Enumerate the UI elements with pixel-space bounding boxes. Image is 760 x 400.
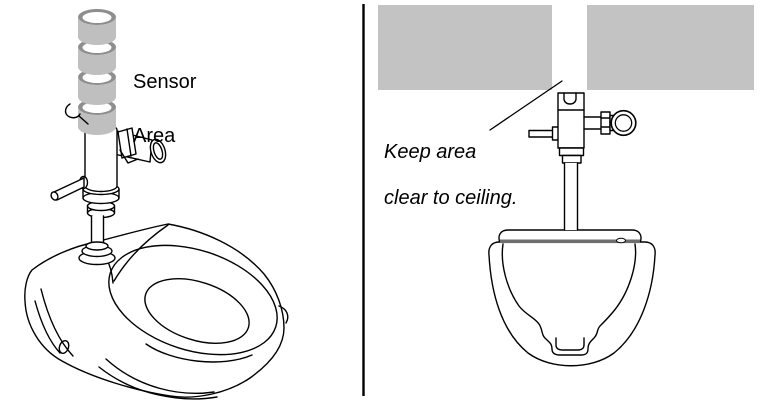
valve-front-tailpipe-fill [564,163,578,230]
flush-valve-front [528,92,637,231]
keep-clear-note-line1: Keep area [384,141,477,163]
toilet-seat-joint-band [500,239,640,244]
toilet-front [488,229,656,367]
toilet-front-tab [278,305,289,324]
toilet-funnel-inner [555,337,585,351]
valve-front-body [557,92,585,149]
valve-front-rod [528,129,555,138]
valve-arm-end-inner [152,142,164,160]
ring-band [78,107,116,135]
sensor-area-label: Sensor Area [133,42,196,177]
ceiling-block-right [587,5,754,90]
valve-front-coupling-lower [561,154,582,164]
toilet-side-contour-1 [40,288,74,357]
valve-tailpipe-fill [91,216,104,247]
keep-clear-note-line2: clear to ceiling. [384,187,518,209]
toilet-isometric [24,223,289,400]
sensor-head-link [78,115,89,125]
ceiling-block-left [378,5,552,90]
toilet-underside-strap-2 [98,366,218,400]
toilet-deck-edge-right [113,224,169,282]
valve-front-coupling-upper [558,147,585,157]
ring-band [78,47,116,75]
keep-clear-note: Keep area clear to ceiling. [384,118,517,233]
ring-band [78,17,116,45]
valve-front-cap-notch [563,92,577,105]
valve-vacuum-breaker-edge [119,149,139,164]
valve-spud-top-nut [85,241,109,251]
left-figure [24,9,289,400]
toilet-seat-ring [108,244,278,356]
toilet-underside-strap-1 [105,358,215,395]
right-figure [378,5,754,367]
sensor-ring-1 [78,9,116,45]
toilet-front-bowl [488,241,656,367]
toilet-inner-contour [501,243,637,356]
ring-opening [82,12,112,23]
ring-opening [82,72,112,83]
toilet-side-contour-2 [34,300,61,354]
toilet-bowl-opening [144,278,250,344]
sensor-area-label-line2: Area [133,125,176,147]
valve-arm-nut-facet [126,128,132,157]
sensor-area-rings [78,9,116,135]
valve-control-stop-inner [614,114,633,132]
toilet-bolt-hole [58,340,70,354]
ring-opening [82,102,112,113]
ring-opening [82,42,112,53]
sensor-area-label-line1: Sensor [133,71,197,93]
toilet-inner-lip [145,343,253,363]
ring-band [78,77,116,105]
valve-sensor-head [64,103,89,125]
flush-valve-isometric [50,123,167,266]
note-leader-line [489,80,563,131]
valve-handle-tip [50,191,59,201]
valve-front-arm-nut [600,111,611,135]
toilet-band-notch [616,237,626,244]
sensor-head-curl [64,103,81,119]
